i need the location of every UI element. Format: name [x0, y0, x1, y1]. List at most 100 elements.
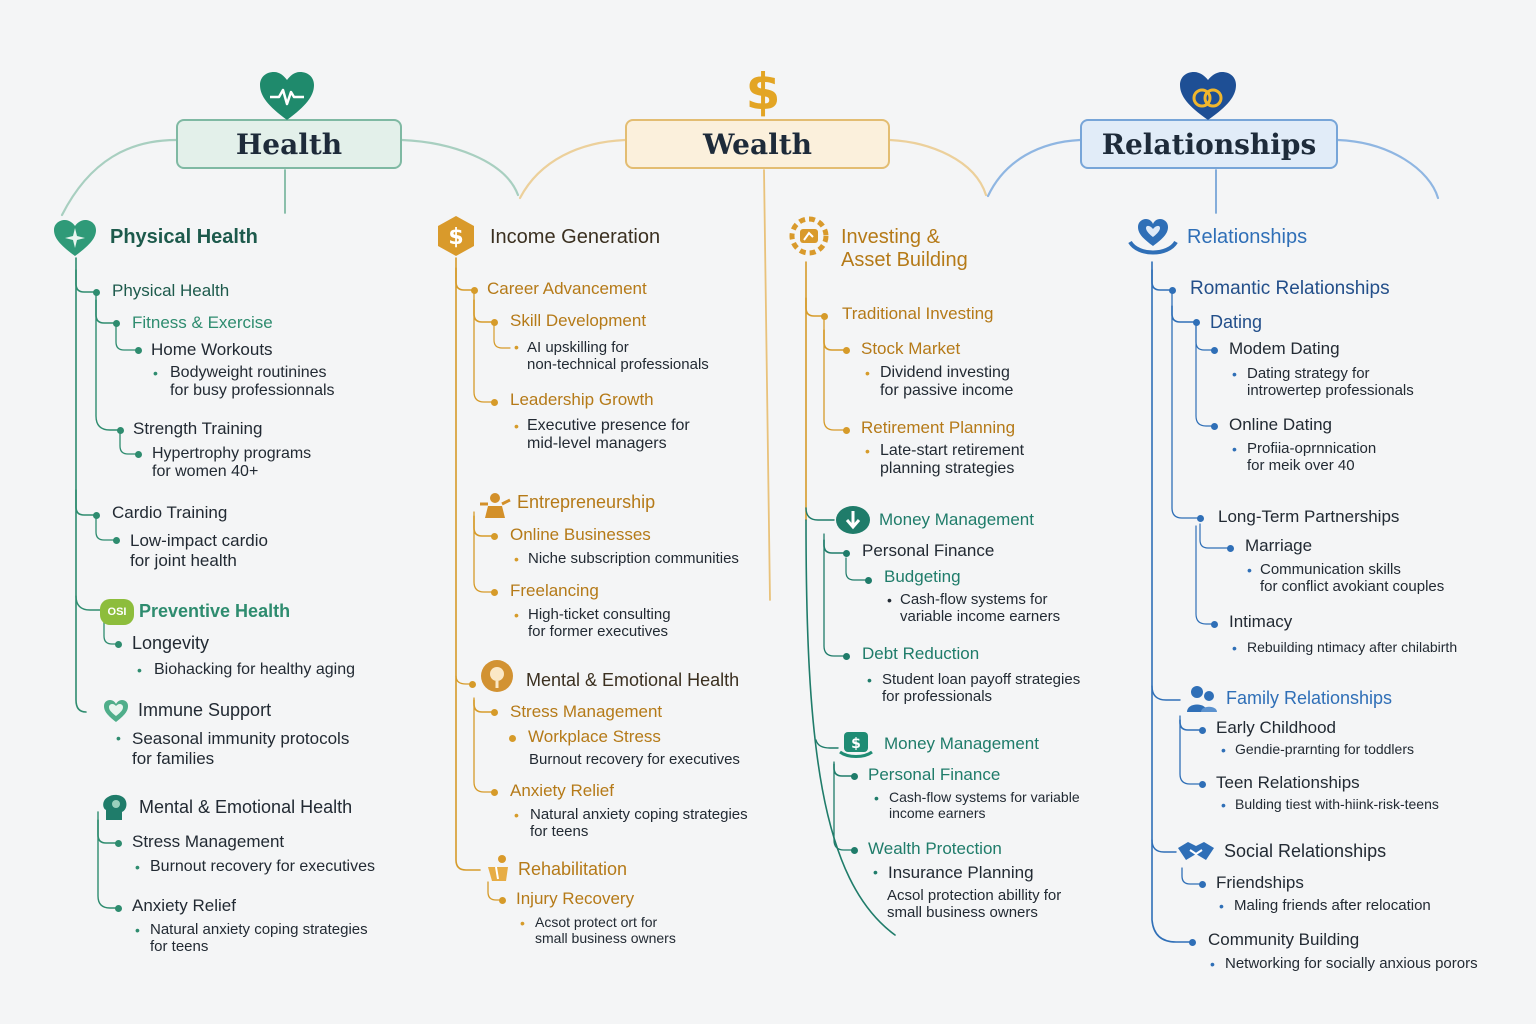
node-modern-dating[interactable]: Modem Dating: [1229, 339, 1340, 358]
node-intimacy[interactable]: Intimacy: [1229, 612, 1293, 631]
node-budgeting[interactable]: Budgeting: [884, 567, 961, 586]
bullet-dot: •: [153, 365, 158, 381]
node-romantic-relationships[interactable]: Romantic Relationships: [1190, 278, 1390, 299]
node-marriage[interactable]: Marriage: [1245, 536, 1313, 555]
node-insurance-planning[interactable]: Insurance Planning: [888, 863, 1034, 882]
bullet-dot: •: [520, 915, 525, 931]
node-workplace-stress[interactable]: Workplace Stress: [528, 727, 661, 746]
node-dot: [820, 312, 828, 320]
node-dot: [498, 896, 506, 904]
node-strength-training[interactable]: Strength Training: [133, 419, 263, 438]
node-immune-support[interactable]: Immune Support: [138, 700, 272, 720]
detail-health-stress[interactable]: Burnout recovery for executives: [150, 858, 375, 875]
node-longevity[interactable]: Longevity: [132, 633, 210, 653]
node-dot: [114, 904, 122, 912]
section-physical-health[interactable]: Physical Health: [110, 226, 258, 248]
node-physical-health[interactable]: Physical Health: [112, 281, 230, 300]
node-personal-finance-1[interactable]: Personal Finance: [862, 541, 995, 560]
section-family-relationships[interactable]: Family Relationships: [1226, 688, 1393, 708]
node-dot: [1188, 938, 1196, 946]
connector-line: [1151, 839, 1177, 853]
detail-community-building[interactable]: Networking for socially anxious porors: [1225, 955, 1478, 972]
section-wealth-mental[interactable]: Mental & Emotional Health: [526, 670, 740, 690]
detail-intimacy[interactable]: Rebuilding ntimacy after chilabirth: [1247, 639, 1458, 655]
node-health-stress[interactable]: Stress Management: [132, 832, 285, 851]
section-investing[interactable]: Investing &Asset Building: [841, 226, 968, 271]
node-debt-reduction[interactable]: Debt Reduction: [862, 644, 980, 663]
section-money-management-2[interactable]: Money Management: [884, 734, 1039, 753]
bullet-dot: •: [1232, 441, 1237, 457]
node-wealth-anxiety[interactable]: Anxiety Relief: [510, 781, 614, 800]
node-friendships[interactable]: Friendships: [1216, 873, 1304, 892]
section-income-generation[interactable]: Income Generation: [490, 226, 661, 248]
node-long-term-partnerships[interactable]: Long-Term Partnerships: [1218, 507, 1400, 526]
node-teen-relationships[interactable]: Teen Relationships: [1216, 773, 1360, 792]
node-health-anxiety[interactable]: Anxiety Relief: [132, 896, 236, 915]
node-community-building[interactable]: Community Building: [1208, 930, 1360, 949]
node-online-businesses[interactable]: Online Businesses: [510, 525, 651, 544]
root-relationships-box[interactable]: Relationships: [1080, 119, 1338, 169]
node-dot: [1196, 514, 1204, 522]
detail-teen-relationships[interactable]: Bulding tiest with-hiink-risk-teens: [1235, 796, 1439, 812]
section-health-mental[interactable]: Mental & Emotional Health: [139, 797, 353, 817]
section-rehabilitation[interactable]: Rehabilitation: [518, 859, 628, 879]
section-social-relationships[interactable]: Social Relationships: [1224, 841, 1387, 861]
node-home-workouts[interactable]: Home Workouts: [151, 340, 273, 359]
node-freelancing[interactable]: Freelancing: [510, 581, 599, 600]
node-stock-market[interactable]: Stock Market: [861, 339, 961, 358]
node-retirement-planning[interactable]: Retirement Planning: [861, 418, 1016, 437]
root-wealth-box[interactable]: Wealth: [625, 119, 890, 169]
connector-line: [1195, 325, 1215, 427]
connector-line: [493, 325, 511, 349]
node-dot: [134, 346, 142, 354]
node-career-advancement[interactable]: Career Advancement: [487, 279, 647, 298]
detail-longevity[interactable]: Biohacking for healthy aging: [154, 661, 356, 678]
section-preventive-health[interactable]: Preventive Health: [139, 601, 291, 621]
detail-early-childhood[interactable]: Gendie-prarnting for toddlers: [1235, 741, 1414, 757]
detail-online-businesses[interactable]: Niche subscription communities: [528, 550, 739, 567]
node-personal-finance-2[interactable]: Personal Finance: [868, 765, 1001, 784]
node-leadership-growth[interactable]: Leadership Growth: [510, 390, 654, 409]
node-dating[interactable]: Dating: [1210, 312, 1263, 332]
node-cardio-training[interactable]: Cardio Training: [112, 503, 228, 522]
node-early-childhood[interactable]: Early Childhood: [1216, 718, 1337, 737]
root-arc: [400, 138, 520, 197]
bullet-dot: •: [1219, 898, 1224, 914]
shield-badge-icon: OSI: [100, 599, 134, 625]
detail-friendships[interactable]: Maling friends after relocation: [1234, 897, 1431, 914]
connector-line: [1179, 715, 1203, 785]
detail-workplace-stress[interactable]: Burnout recovery for executives: [529, 751, 740, 768]
root-health-box[interactable]: Health: [176, 119, 402, 169]
section-entrepreneurship[interactable]: Entrepreneurship: [517, 492, 656, 512]
node-wealth-stress[interactable]: Stress Management: [510, 702, 663, 721]
rocket-person-icon: [478, 490, 512, 520]
node-fitness-exercise[interactable]: Fitness & Exercise: [132, 313, 273, 332]
node-skill-development[interactable]: Skill Development: [510, 311, 647, 330]
node-dot: [850, 846, 858, 854]
section-money-management-1[interactable]: Money Management: [879, 510, 1034, 529]
node-traditional-investing[interactable]: Traditional Investing: [842, 304, 994, 323]
node-injury-recovery[interactable]: Injury Recovery: [516, 889, 635, 908]
node-wealth-protection[interactable]: Wealth Protection: [868, 839, 1002, 858]
node-online-dating[interactable]: Online Dating: [1229, 415, 1333, 434]
section-relationships[interactable]: Relationships: [1187, 226, 1308, 248]
